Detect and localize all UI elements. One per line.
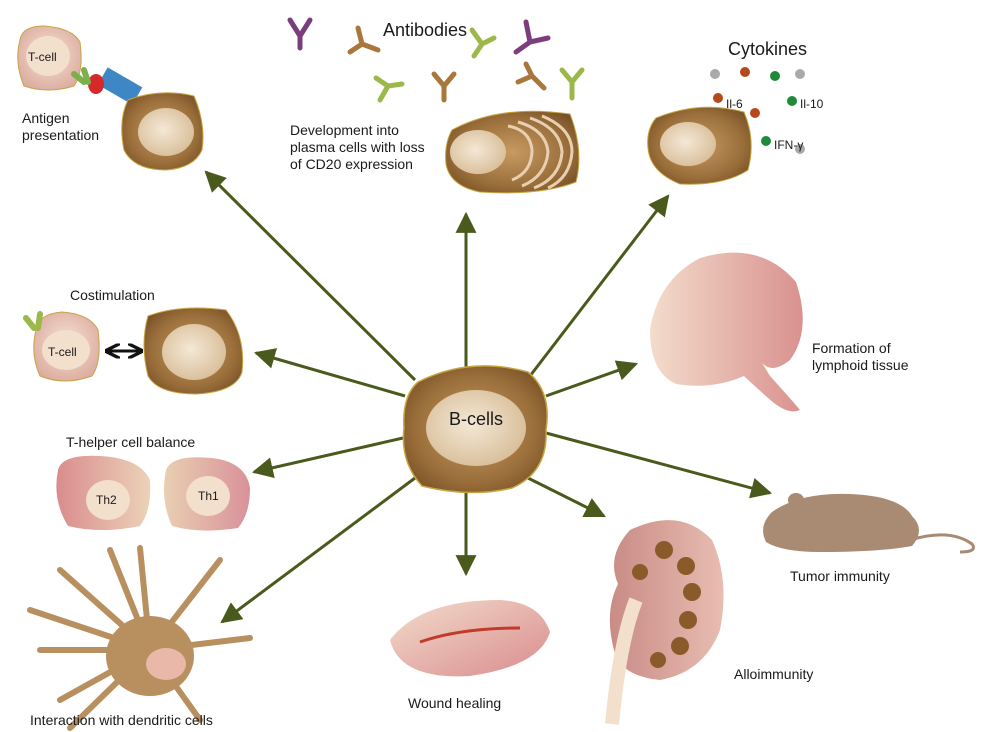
dendritic-label: Interaction with dendritic cells — [30, 712, 213, 729]
costimulation-tcell-label: T-cell — [48, 344, 77, 361]
antibody-icon — [350, 28, 378, 52]
central-cell-label: B-cells — [438, 411, 514, 428]
th-balance-graphic — [56, 456, 250, 531]
arrow-lymphoid-tissue — [546, 364, 636, 396]
wound-healing-label: Wound healing — [408, 695, 501, 712]
mouse-silhouette — [763, 493, 973, 552]
antibody-icon — [434, 74, 454, 100]
cytokine-il10-label: Il-10 — [800, 96, 823, 113]
cytokine-il6-label: Il-6 — [726, 96, 743, 113]
costimulation-label: Costimulation — [70, 287, 155, 304]
plasma-cell-graphic — [446, 111, 579, 193]
cytokine-dot — [713, 93, 723, 103]
cytokine-dot — [770, 71, 780, 81]
th-balance-label: T-helper cell balance — [66, 434, 195, 451]
arrow-alloimmunity — [528, 478, 604, 516]
lymphoid-tissue-label: Formation of lymphoid tissue — [812, 340, 909, 374]
th1-label: Th1 — [198, 488, 219, 505]
cytokine-dot — [710, 69, 720, 79]
arrow-dendritic — [222, 478, 415, 622]
antibody-icon — [562, 70, 582, 98]
antibody-icon — [472, 30, 494, 56]
cytokine-dot — [740, 67, 750, 77]
arrow-tumor-immunity — [546, 433, 770, 493]
wound-graphic — [390, 600, 550, 676]
b-cells-label: B-cells — [449, 409, 503, 429]
cytokine-dot — [750, 108, 760, 118]
antibody-icon — [290, 20, 310, 48]
th2-label: Th2 — [96, 492, 117, 509]
alloimmunity-label: Alloimmunity — [734, 666, 813, 683]
dendritic-cell-graphic — [30, 548, 250, 728]
cytokine-dot — [761, 136, 771, 146]
cytokine-dot — [795, 69, 805, 79]
antibody-icon — [518, 64, 544, 88]
cytokine-dots — [648, 67, 805, 184]
antigen-presentation-label: Antigen presentation — [22, 110, 99, 144]
arrow-cytokines — [530, 196, 668, 376]
cytokines-title: Cytokines — [728, 41, 807, 58]
cytokine-dot — [787, 96, 797, 106]
antibody-icon — [516, 22, 548, 52]
antibody-icon — [376, 78, 402, 100]
plasma-cells-label: Development into plasma cells with loss … — [290, 122, 425, 173]
kidney-graphic — [610, 520, 724, 724]
antigen-tcell-label: T-cell — [28, 49, 57, 66]
arrow-costimulation — [256, 353, 405, 396]
antibodies-label: Antibodies — [383, 22, 467, 39]
lymphoid-tissue-graphic — [650, 253, 803, 412]
arrow-th-balance — [254, 438, 403, 472]
central-b-cell — [403, 366, 547, 493]
antigen-presentation-graphic — [18, 26, 203, 170]
cytokine-ifn-label: IFN-γ — [774, 137, 803, 154]
tumor-immunity-label: Tumor immunity — [790, 568, 890, 585]
